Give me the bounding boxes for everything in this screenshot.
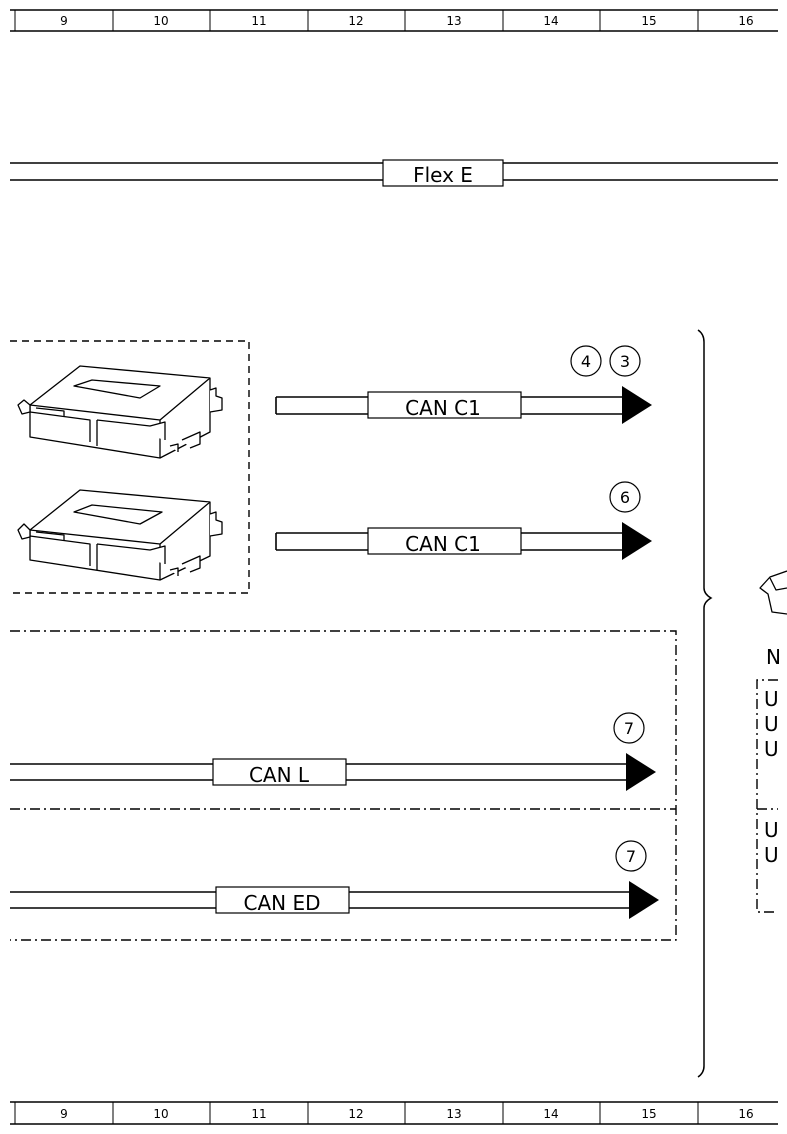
ref-marker-6-label: 6 (620, 488, 630, 507)
bottom-ruler-col-14: 14 (543, 1107, 558, 1121)
bottom-ruler-col-11: 11 (251, 1107, 266, 1121)
ref-marker-4: 4 (570, 345, 602, 377)
right-cut-text-u3: U (764, 737, 779, 761)
right-cut-text-u5: U (764, 843, 779, 867)
can-c1-upper-label: CAN C1 (405, 396, 481, 420)
can-l-bus: CAN L (10, 753, 656, 791)
ref-marker-3: 3 (609, 345, 641, 377)
can-l-ed-group (10, 630, 677, 941)
control-unit-group (10, 340, 250, 594)
bottom-ruler-col-12: 12 (348, 1107, 363, 1121)
control-unit-dashed-border (10, 340, 250, 594)
right-cut-text-u1: U (764, 687, 779, 711)
bottom-ruler: 9 10 11 12 13 14 15 16 (10, 1101, 778, 1125)
bottom-ruler-col-15: 15 (641, 1107, 656, 1121)
right-cut-text-n: N (766, 645, 781, 669)
top-ruler-col-13: 13 (446, 14, 461, 28)
right-cut-dashdot-box (756, 679, 778, 913)
right-cut-text-u2: U (764, 712, 779, 736)
flex-e-label: Flex E (413, 163, 473, 187)
ref-marker-6: 6 (609, 481, 641, 513)
can-l-label: CAN L (249, 763, 310, 787)
bottom-ruler-col-13: 13 (446, 1107, 461, 1121)
ref-marker-4-label: 4 (581, 352, 591, 371)
top-ruler: 9 10 11 12 13 14 15 16 (10, 9, 778, 32)
bottom-ruler-col-10: 10 (153, 1107, 168, 1121)
ref-marker-7-upper: 7 (613, 712, 645, 744)
right-cut-off-icon (759, 570, 787, 615)
top-ruler-col-11: 11 (251, 14, 266, 28)
flex-e-label-box (382, 159, 504, 187)
top-ruler-col-15: 15 (641, 14, 656, 28)
can-c1-upper-arrowhead (622, 386, 652, 424)
can-c1-lower-bus: CAN C1 (275, 522, 652, 560)
top-ruler-col-14: 14 (543, 14, 558, 28)
can-ed-label: CAN ED (243, 891, 320, 915)
top-ruler-col-10: 10 (153, 14, 168, 28)
bottom-ruler-col-16: 16 (738, 1107, 753, 1121)
grouping-brace (697, 329, 713, 1078)
can-l-ed-dashdot-border (10, 630, 677, 941)
top-ruler-col-9: 9 (60, 14, 68, 28)
bottom-ruler-col-9: 9 (60, 1107, 68, 1121)
can-c1-lower-label: CAN C1 (405, 532, 481, 556)
can-ed-bus: CAN ED (10, 881, 659, 919)
can-c1-lower-arrowhead (622, 522, 652, 560)
can-c1-upper-bus: CAN C1 (275, 386, 652, 424)
flex-e-bus: Flex E (10, 159, 778, 187)
right-cut-text-u4: U (764, 818, 779, 842)
control-unit-icon-lower (17, 489, 223, 581)
control-unit-icon-upper (17, 365, 223, 459)
top-ruler-col-12: 12 (348, 14, 363, 28)
ref-marker-7-lower-label: 7 (626, 847, 636, 866)
can-l-arrowhead (626, 753, 656, 791)
top-ruler-col-16: 16 (738, 14, 753, 28)
ref-marker-7-upper-label: 7 (624, 719, 634, 738)
ref-marker-3-label: 3 (620, 352, 630, 371)
ref-marker-7-lower: 7 (615, 840, 647, 872)
can-ed-arrowhead (629, 881, 659, 919)
